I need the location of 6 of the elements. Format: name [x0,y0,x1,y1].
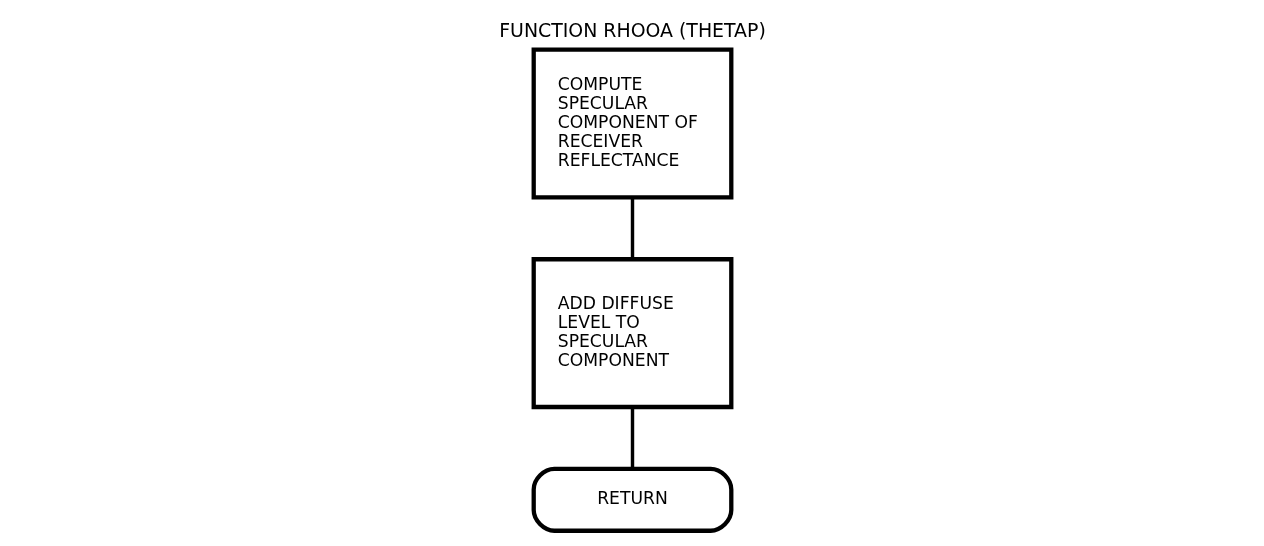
connector [630,197,634,259]
node-box: COMPUTE SPECULAR COMPONENT OF RECEIVER REFLECTANCE [531,47,733,200]
connector [630,407,634,469]
node-box: RETURN [531,466,733,533]
diagram-title: FUNCTION RHOOA (THETAP) [498,19,766,42]
node-box: ADD DIFFUSE LEVEL TO SPECULAR COMPONENT [531,257,733,410]
